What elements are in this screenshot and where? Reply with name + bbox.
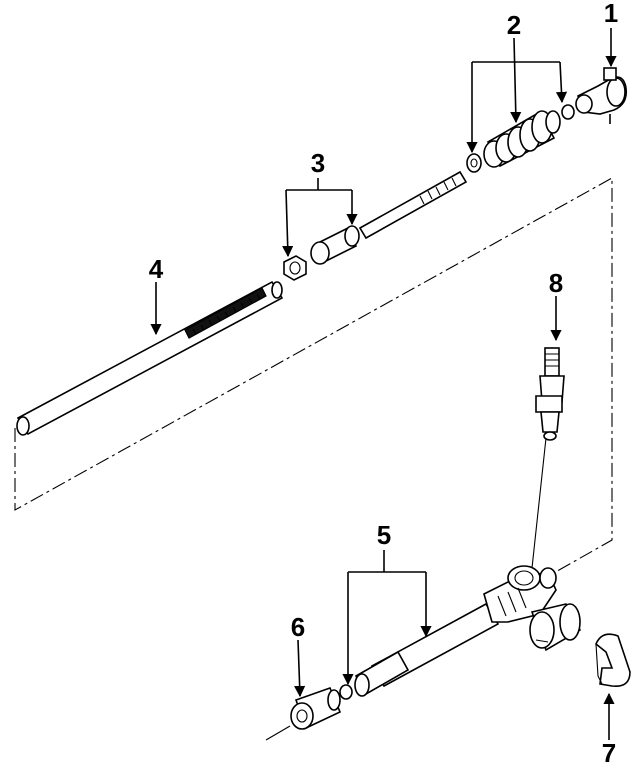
leader-lines xyxy=(150,28,617,740)
callout-6: 6 xyxy=(291,612,305,642)
part-1-tie-rod-end[interactable] xyxy=(561,67,628,124)
part-3-inner-tie-rod[interactable] xyxy=(283,225,360,281)
callout-7: 7 xyxy=(602,738,616,768)
part-6-housing-end-fitting[interactable] xyxy=(265,686,342,741)
callout-1: 1 xyxy=(604,0,618,28)
assembly-boundary xyxy=(14,177,613,579)
part-5-rack-housing[interactable] xyxy=(339,565,557,700)
callout-5: 5 xyxy=(377,520,391,550)
callout-labels: 1 2 3 4 5 6 7 8 xyxy=(149,0,618,768)
callout-8: 8 xyxy=(549,268,563,298)
part-8-pinion-shaft[interactable] xyxy=(531,347,565,569)
part-7-mounting-clamp[interactable] xyxy=(595,633,631,688)
part-2-rack-boot-with-clamps[interactable] xyxy=(466,110,561,173)
inner-tie-rod-shaft xyxy=(358,170,468,240)
callout-4: 4 xyxy=(149,254,164,284)
part-4-rack-bar[interactable] xyxy=(16,280,284,436)
callout-2: 2 xyxy=(507,10,521,40)
mounting-bushing xyxy=(529,603,582,652)
callout-3: 3 xyxy=(311,148,325,178)
